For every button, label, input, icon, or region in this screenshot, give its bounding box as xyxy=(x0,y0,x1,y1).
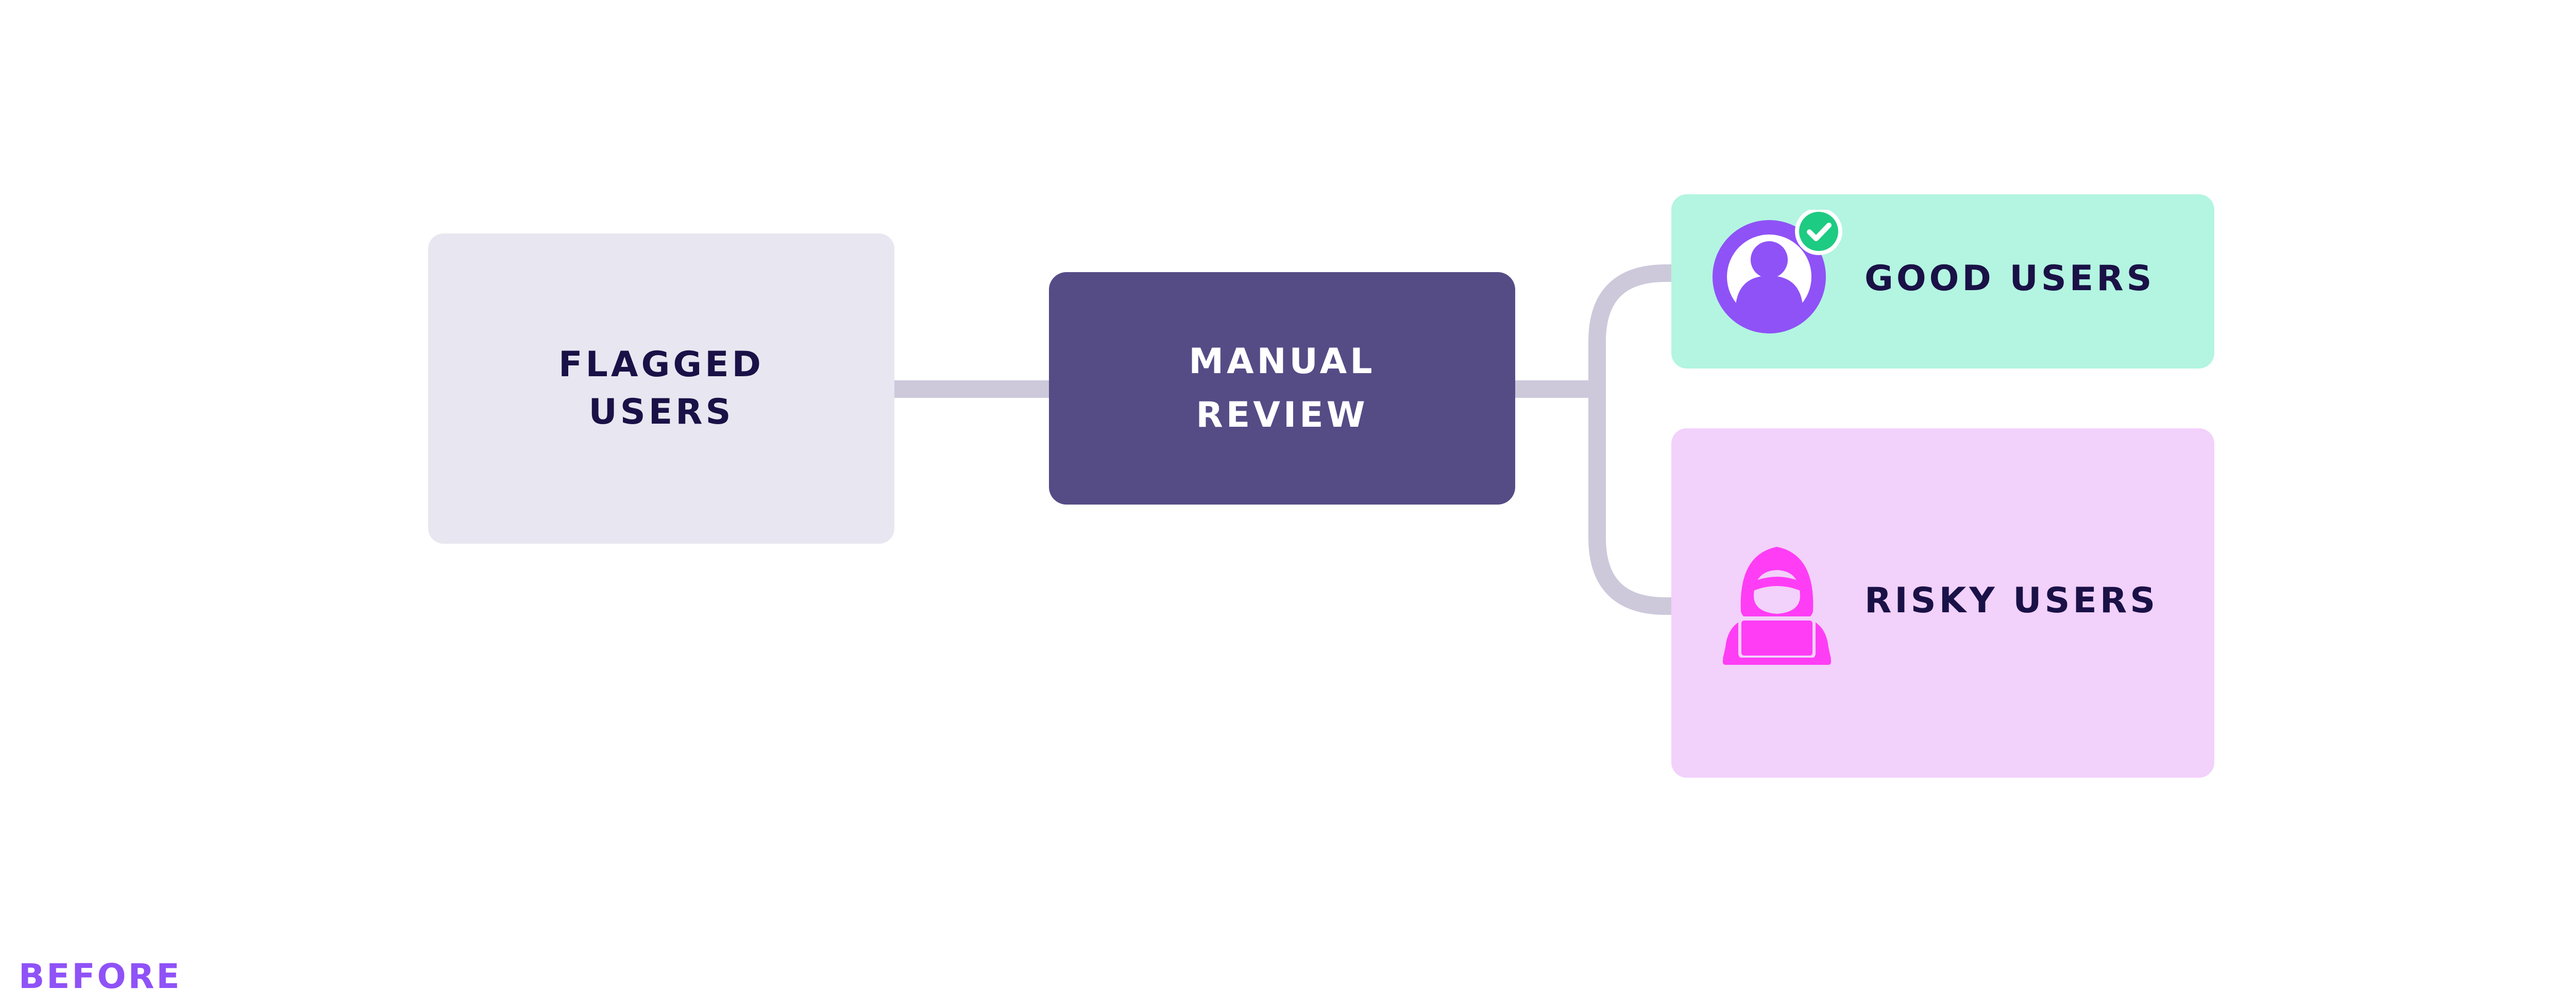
manual-review-line1: MANUAL xyxy=(1189,341,1376,382)
hooded-hacker-icon xyxy=(1723,547,1831,665)
risky-users-box: RISKY USERS xyxy=(1671,428,2214,778)
risky-users-label: RISKY USERS xyxy=(1865,580,2159,621)
flagged-users-line2: USERS xyxy=(588,392,734,432)
before-label: BEFORE xyxy=(19,957,182,996)
flagged-users-box: FLAGGED USERS xyxy=(428,233,894,544)
connector-branch-to-good xyxy=(1588,264,1671,615)
manual-review-box: MANUAL REVIEW xyxy=(1049,272,1515,505)
flagged-users-line1: FLAGGED xyxy=(558,344,764,385)
manual-review-label: MANUAL REVIEW xyxy=(1189,335,1375,442)
good-users-label: GOOD USERS xyxy=(1865,258,2155,299)
manual-review-line2: REVIEW xyxy=(1196,394,1368,435)
good-users-box: GOOD USERS xyxy=(1671,194,2214,368)
verified-user-icon xyxy=(1713,210,1842,333)
flagged-users-label: FLAGGED USERS xyxy=(558,341,764,436)
